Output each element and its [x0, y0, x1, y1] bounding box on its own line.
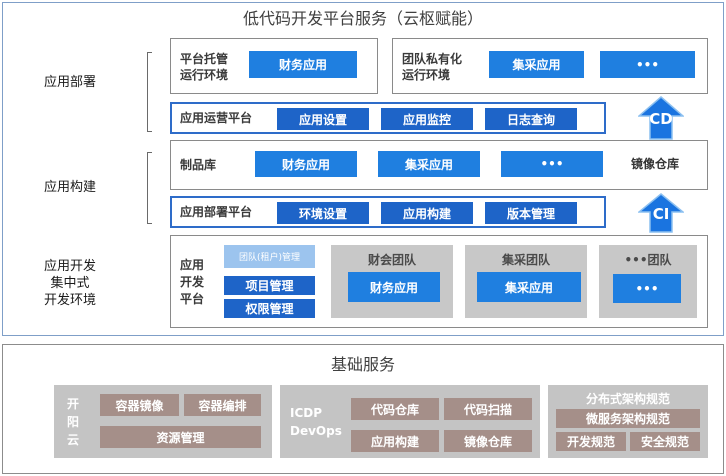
artifact-more[interactable]: ••• [501, 151, 603, 177]
container-image-button[interactable]: 容器镜像 [100, 394, 179, 416]
cd-arrow-icon [638, 96, 684, 140]
dev-platform-label: 应用 开发 平台 [180, 257, 210, 308]
tenant-mgmt-button[interactable]: 团队(租户)管理 [224, 245, 315, 268]
ci-arrow-icon [638, 193, 684, 233]
base-services-title: 基础服务 [330, 355, 395, 374]
side-label-dev: 应用开发 集中式 开发环境 [20, 258, 120, 309]
artifact-finance-app[interactable]: 财务应用 [255, 151, 357, 177]
ops-item-logs[interactable]: 日志查询 [485, 108, 577, 130]
cd-label: CD [649, 110, 673, 128]
kaiyang-line2: 阳 [66, 415, 79, 429]
private-env-line1: 团队私有化 [402, 52, 463, 66]
ci-label: CI [652, 205, 670, 223]
hosting-env-label: 平台托管 运行环境 [180, 51, 250, 83]
icdp-line1: ICDP [290, 406, 323, 420]
dev-platform-line3: 平台 [180, 292, 205, 306]
dev-spec-button[interactable]: 开发规范 [556, 432, 626, 451]
kaiyang-cloud-label: 开 阳 云 [64, 395, 82, 449]
app-build-button[interactable]: 应用构建 [351, 430, 439, 452]
private-more-button[interactable]: ••• [600, 51, 695, 78]
project-mgmt-button[interactable]: 项目管理 [224, 276, 315, 295]
code-scan-button[interactable]: 代码扫描 [444, 398, 532, 420]
code-repo-button[interactable]: 代码仓库 [351, 398, 439, 420]
side-label-build: 应用构建 [43, 179, 96, 195]
private-procurement-app-button[interactable]: 集采应用 [489, 51, 584, 78]
microservice-spec-button[interactable]: 微服务架构规范 [556, 409, 700, 428]
security-spec-button[interactable]: 安全规范 [630, 432, 700, 451]
side-label-dev-line1: 应用开发 [43, 259, 96, 274]
distributed-arch-title: 分布式架构规范 [585, 391, 670, 406]
private-env-label: 团队私有化 运行环境 [402, 51, 482, 83]
build-brace [147, 152, 152, 224]
team-name-finance: 财会团队 [367, 252, 416, 267]
private-env-line2: 运行环境 [402, 68, 451, 82]
container-orchestration-button[interactable]: 容器编排 [184, 394, 261, 416]
team-finance-app[interactable]: 财务应用 [348, 272, 440, 302]
deploy-brace [147, 52, 152, 132]
side-label-dev-line3: 开发环境 [43, 293, 96, 308]
artifact-procurement-app[interactable]: 集采应用 [378, 151, 480, 177]
team-name-more: •••团队 [624, 252, 672, 267]
ops-item-settings[interactable]: 应用设置 [277, 108, 369, 130]
kaiyang-line3: 云 [66, 433, 79, 447]
page-title: 低代码开发平台服务（云枢赋能） [242, 9, 483, 28]
icdp-line2: DevOps [290, 424, 342, 438]
resource-mgmt-button[interactable]: 资源管理 [100, 426, 261, 448]
ops-item-monitor[interactable]: 应用监控 [381, 108, 473, 130]
side-label-deploy: 应用部署 [43, 74, 96, 90]
team-more-app[interactable]: ••• [613, 274, 681, 303]
mirror-repo-label: 镜像仓库 [631, 157, 680, 171]
dev-platform-line2: 开发 [180, 275, 205, 289]
hosting-env-line2: 运行环境 [180, 68, 229, 82]
hosting-env-line1: 平台托管 [180, 52, 229, 66]
deploy-platform-label: 应用部署平台 [180, 205, 253, 219]
deploy-item-version[interactable]: 版本管理 [485, 202, 577, 224]
artifact-repo-label: 制品库 [180, 158, 217, 172]
deploy-item-build[interactable]: 应用构建 [381, 202, 473, 224]
perm-mgmt-button[interactable]: 权限管理 [224, 299, 315, 318]
kaiyang-line1: 开 [66, 397, 79, 411]
side-label-dev-line2: 集中式 [50, 276, 90, 291]
team-procurement-app[interactable]: 集采应用 [477, 272, 581, 302]
ops-platform-label: 应用运营平台 [180, 111, 253, 125]
image-repo-button[interactable]: 镜像仓库 [444, 430, 532, 452]
hosting-finance-app-button[interactable]: 财务应用 [249, 51, 357, 78]
dev-platform-line1: 应用 [180, 258, 205, 272]
team-name-procurement: 集采团队 [501, 252, 550, 267]
deploy-item-env[interactable]: 环境设置 [277, 202, 369, 224]
icdp-devops-label: ICDP DevOps [290, 404, 350, 440]
